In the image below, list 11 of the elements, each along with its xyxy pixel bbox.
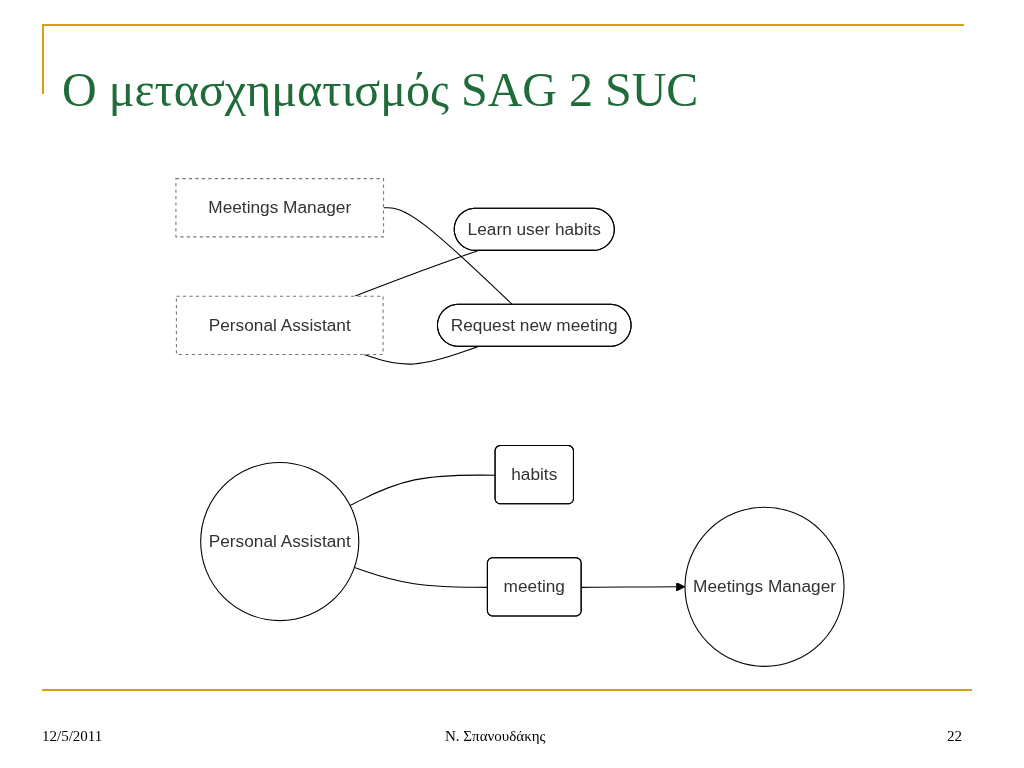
page-number: 22 [947, 728, 962, 745]
arrow [581, 582, 686, 592]
connector [354, 250, 478, 297]
date-text: 12/5/2011 [42, 728, 103, 745]
node-circle: Meetings Manager [684, 506, 845, 667]
author-text: Ν. Σπανουδάκης [445, 728, 546, 745]
node-box: Personal Assistant [175, 295, 384, 355]
node-box: Meetings Manager [175, 178, 385, 238]
node-circle: Personal Assistant [200, 461, 360, 622]
slide-title: Ο μετασχηματισμός SAG 2 SUC [62, 62, 699, 117]
connector [383, 207, 514, 306]
